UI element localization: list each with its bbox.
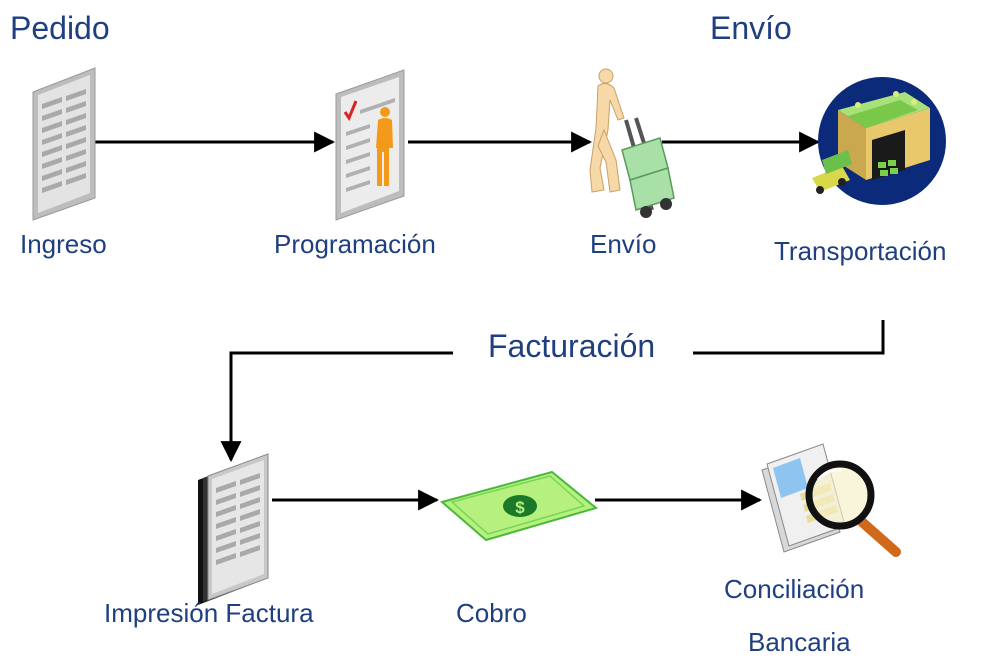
warehouse-truck-icon [812,77,946,205]
step-label-ingreso: Ingreso [20,229,107,259]
scheduled-document-icon [335,69,405,221]
section-label-envio: Envío [710,10,792,46]
invoice-stack-icon [198,453,269,605]
section-label-pedido: Pedido [10,10,110,46]
connectors [94,131,885,511]
step-label-cobro: Cobro [456,598,527,628]
step-label-bancaria: Bancaria [748,627,851,657]
magnifier-over-documents-icon [761,443,901,557]
step-label-transportacion: Transportación [774,236,947,266]
step-label-programacion: Programación [274,229,436,259]
arrow-facturacion-impresion [220,351,453,463]
step-label-impresion-factura: Impresión Factura [104,598,314,628]
person-with-hand-truck-icon [589,68,675,218]
dollar-bill-icon: $ [439,470,599,542]
step-label-envio: Envío [590,229,657,259]
step-label-conciliacion: Conciliación [724,574,865,604]
connector-transportacion-facturacion [693,320,885,355]
hand-truck [621,117,675,218]
svg-text:$: $ [515,498,525,517]
document-icon [32,67,96,221]
person-silhouette-icon [376,107,393,186]
section-label-facturacion: Facturación [484,328,660,365]
